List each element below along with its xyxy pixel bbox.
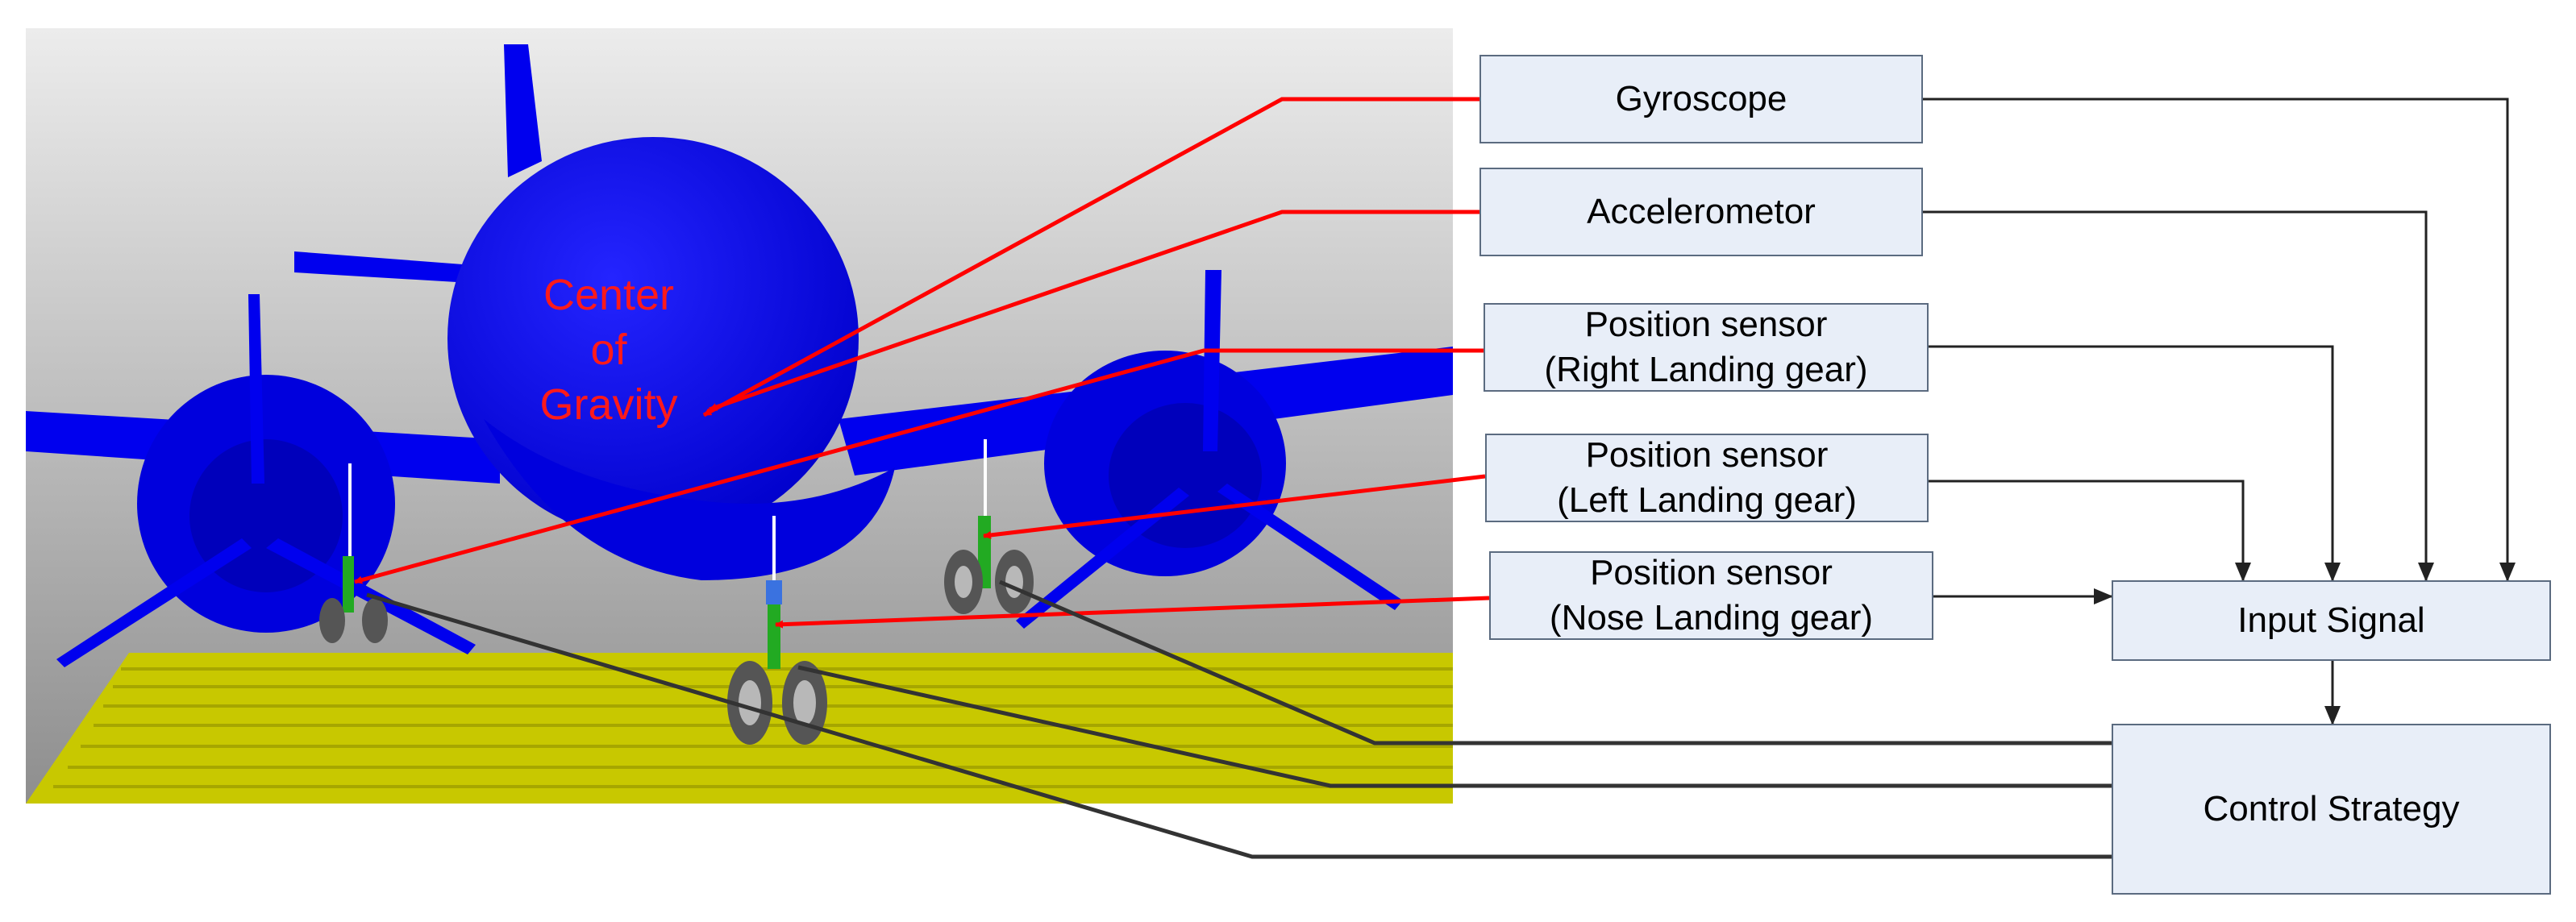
right-gear-position-sensor-box: Position sensor (Right Landing gear) (1484, 303, 1929, 392)
sensor-leader-lines (354, 97, 1490, 629)
gyroscope-box: Gyroscope (1479, 55, 1923, 143)
control-strategy-label: Control Strategy (2203, 789, 2460, 829)
accelerometer-to-input (1923, 210, 2434, 582)
cog-line-3: Gravity (539, 380, 678, 429)
accelerometer-label: Accelerometor (1587, 192, 1816, 231)
nose-gear-leader (775, 596, 1490, 629)
left-gear-leader (983, 474, 1486, 539)
actuator-lines (366, 579, 2120, 859)
landing-gear (319, 439, 1034, 745)
accelerometer-box: Accelerometor (1479, 168, 1923, 256)
right-gear-leader (354, 348, 1484, 584)
left-gear-to-input (1929, 480, 2251, 582)
right-gear-sensor-subtitle: (Right Landing gear) (1544, 350, 1868, 389)
right-gear-sensor-title: Position sensor (1584, 305, 1828, 344)
left-gear-position-sensor-box: Position sensor (Left Landing gear) (1485, 434, 1929, 522)
center-of-gravity-label: Center of Gravity (516, 268, 701, 432)
right-gear-to-input (1929, 345, 2341, 582)
control-strategy-box: Control Strategy (2112, 724, 2551, 895)
nose-gear-position-sensor-box: Position sensor (Nose Landing gear) (1489, 551, 1933, 640)
input-signal-box: Input Signal (2112, 580, 2551, 661)
accelerometer-leader (709, 210, 1479, 412)
input-signal-label: Input Signal (2237, 600, 2425, 640)
signal-connectors (1923, 98, 2516, 725)
left-gear-sensor-subtitle: (Left Landing gear) (1557, 480, 1857, 520)
cog-line-2: of (590, 326, 627, 374)
left-gear-sensor-title: Position sensor (1585, 435, 1829, 475)
gyroscope-leader (702, 97, 1479, 417)
nose-gear-sensor-subtitle: (Nose Landing gear) (1549, 598, 1874, 638)
nose-gear-sensor-title: Position sensor (1590, 553, 1833, 592)
gyroscope-to-input (1923, 98, 2516, 582)
cog-line-1: Center (543, 271, 675, 319)
gyroscope-label: Gyroscope (1615, 79, 1787, 118)
